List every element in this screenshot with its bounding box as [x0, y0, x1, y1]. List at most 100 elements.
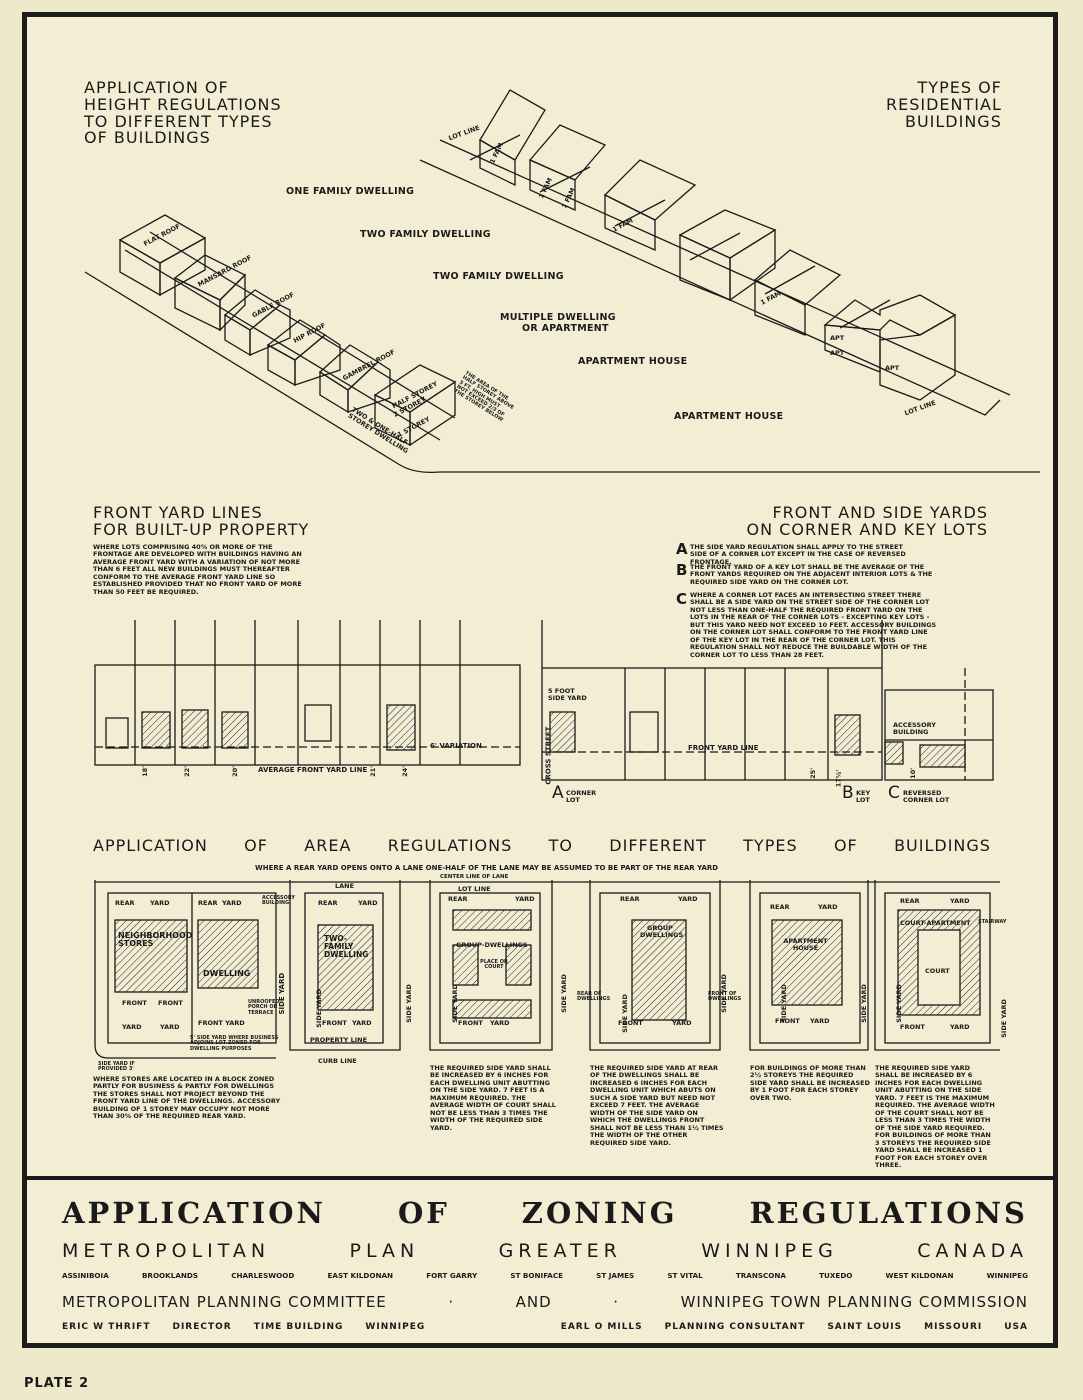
- title-word: REGULATIONS: [387, 836, 513, 855]
- separator: ·: [613, 1293, 620, 1311]
- yard-label: YARD: [490, 1019, 510, 1027]
- area-note: WHERE STORES ARE LOCATED IN A BLOCK ZONE…: [93, 1075, 281, 1121]
- rear-label: REAR: [448, 895, 468, 903]
- dim-label: 18': [141, 765, 150, 777]
- area-note: THE REQUIRED SIDE YARD SHALL BE INCREASE…: [875, 1064, 995, 1170]
- committee-line: METROPOLITAN PLANNING COMMITTEE · AND · …: [62, 1293, 1028, 1311]
- lot-label: CORNER LOT: [566, 789, 597, 804]
- front-yard-diagram: [94, 620, 521, 766]
- plate-number: PLATE 2: [24, 1376, 90, 1391]
- apt-label: APT: [830, 349, 845, 357]
- note-text: THE SIDE YARD REGULATION SHALL APPLY TO …: [690, 543, 906, 566]
- title-word: OF: [244, 836, 268, 855]
- title-word: OF: [833, 836, 858, 855]
- plate-frame: [22, 12, 1058, 1348]
- side-yard-label: 5 FOOT SIDE YARD: [548, 687, 587, 702]
- lot-line-label: LOT LINE: [458, 885, 491, 893]
- type-label: TWO FAMILY DWELLING: [433, 271, 564, 282]
- rear-of-label: REAR OF DWELLINGS: [577, 991, 611, 1003]
- front-label: FRONT: [618, 1019, 643, 1027]
- type-label: MULTIPLE DWELLING: [500, 312, 616, 323]
- municipality-list: ASSINIBOIA BROOKLANDS CHARLESWOOD EAST K…: [62, 1271, 1028, 1280]
- credit: DIRECTOR: [172, 1322, 232, 1332]
- title-line: FRONT AND SIDE YARDS: [772, 503, 988, 522]
- center-lane-label: CENTER LINE OF LANE: [440, 874, 509, 880]
- residential-buildings: [479, 89, 957, 401]
- front-label: FRONT: [122, 999, 147, 1007]
- court-apartment-label: COURT-APARTMENT: [900, 919, 971, 927]
- property-line-label: PROPERTY LINE: [310, 1036, 368, 1044]
- yard-label: YARD: [672, 1019, 692, 1027]
- side-yard-label: SIDE YARD: [450, 984, 459, 1023]
- dim-label: 20': [231, 765, 240, 777]
- title-line: TO DIFFERENT TYPES: [84, 111, 273, 131]
- stairway-label: STAIRWAY: [978, 919, 1007, 925]
- municipality: ST BONIFACE: [510, 1271, 564, 1280]
- municipality: TRANSCONA: [735, 1271, 786, 1280]
- front-yard-label: FRONT YARD: [198, 1019, 245, 1027]
- front-yard-line-label: FRONT YARD LINE: [688, 744, 759, 752]
- credit: WINNIPEG: [365, 1322, 426, 1332]
- side-yard-5-label: 5' SIDE YARD WHERE BUSINESS ADJOINS LOT …: [190, 1035, 279, 1052]
- dim-label: 22': [183, 765, 192, 777]
- municipality: WINNIPEG: [986, 1271, 1028, 1280]
- accessory-label: ACCESSORY BUILDING: [262, 895, 296, 907]
- title-line: HEIGHT REGULATIONS: [84, 94, 282, 114]
- title-word: DIFFERENT: [609, 836, 707, 855]
- lot-label: KEY LOT: [856, 789, 871, 804]
- dim-label: 24': [401, 765, 410, 777]
- curb-line-label: CURB LINE: [318, 1057, 357, 1065]
- area-note: THE REQUIRED SIDE YARD SHALL BE INCREASE…: [430, 1064, 556, 1132]
- title-line: TYPES OF: [917, 78, 1002, 97]
- municipality: ST JAMES: [596, 1271, 635, 1280]
- court-label: COURT: [925, 967, 950, 975]
- dim-label: 25': [809, 767, 818, 779]
- yard-label: YARD: [150, 899, 170, 907]
- credit: ERIC W THRIFT: [62, 1322, 151, 1332]
- yard-label: YARD: [358, 899, 378, 907]
- side-yard-label: SIDE YARD: [859, 984, 868, 1023]
- front-label: FRONT: [900, 1023, 925, 1031]
- front-yard-title: FRONT YARD LINES FOR BUILT-UP PROPERTY: [93, 503, 310, 539]
- area-title: APPLICATION OF AREA REGULATIONS TO DIFFE…: [93, 836, 991, 855]
- side-yard-label: SIDE YARD: [999, 999, 1008, 1038]
- place-label: PLACE OR COURT: [480, 959, 508, 971]
- lane-label: LANE: [335, 882, 355, 890]
- note-letter: C: [676, 590, 688, 608]
- footer-subtitle: METROPOLITAN PLAN GREATER WINNIPEG CANAD…: [62, 1240, 1028, 1262]
- side-yard-3-label: SIDE YARD IF PROVIDED 3': [98, 1061, 135, 1073]
- yard-label: YARD: [122, 1023, 142, 1031]
- area-diagrams: [94, 880, 1000, 1059]
- height-buildings: [118, 214, 457, 447]
- lot-letter: C: [888, 783, 901, 803]
- municipality: ASSINIBOIA: [62, 1271, 109, 1280]
- height-title: APPLICATION OF HEIGHT REGULATIONS TO DIF…: [84, 79, 282, 147]
- front-label: FRONT: [458, 1019, 483, 1027]
- title-line: FOR BUILT-UP PROPERTY: [93, 519, 310, 539]
- dim-label: 21': [369, 765, 378, 777]
- dwelling-label: DWELLING: [203, 969, 251, 978]
- municipality: ST VITAL: [667, 1271, 703, 1280]
- title-line: FRONT YARD LINES: [93, 503, 263, 522]
- yard-label: YARD: [222, 899, 242, 907]
- rear-label: REAR: [198, 899, 218, 907]
- title-word: OF: [397, 1196, 450, 1230]
- type-label: APARTMENT HOUSE: [578, 356, 688, 367]
- title-word: TYPES: [743, 836, 798, 855]
- yard-label: YARD: [678, 895, 698, 903]
- credits-line: ERIC W THRIFT DIRECTOR TIME BUILDING WIN…: [62, 1322, 1028, 1332]
- two-family-label: TWO-FAMILY DWELLING: [324, 934, 369, 959]
- municipality: WEST KILDONAN: [885, 1271, 954, 1280]
- type-label: TWO FAMILY DWELLING: [360, 229, 491, 240]
- subtitle-word: METROPOLITAN: [62, 1240, 271, 1262]
- corner-lot-diagram: [541, 620, 994, 781]
- lot-letter: A: [552, 783, 565, 803]
- corner-title: FRONT AND SIDE YARDS ON CORNER AND KEY L…: [700, 503, 988, 539]
- municipality: TUXEDO: [819, 1271, 853, 1280]
- rear-label: REAR: [770, 903, 790, 911]
- stores-label: NEIGHBORHOOD STORES: [118, 931, 193, 949]
- municipality: EAST KILDONAN: [327, 1271, 394, 1280]
- front-label: FRONT: [775, 1017, 800, 1025]
- variation-label: 6' VARIATION: [430, 742, 482, 750]
- front-label: FRONT: [322, 1019, 347, 1027]
